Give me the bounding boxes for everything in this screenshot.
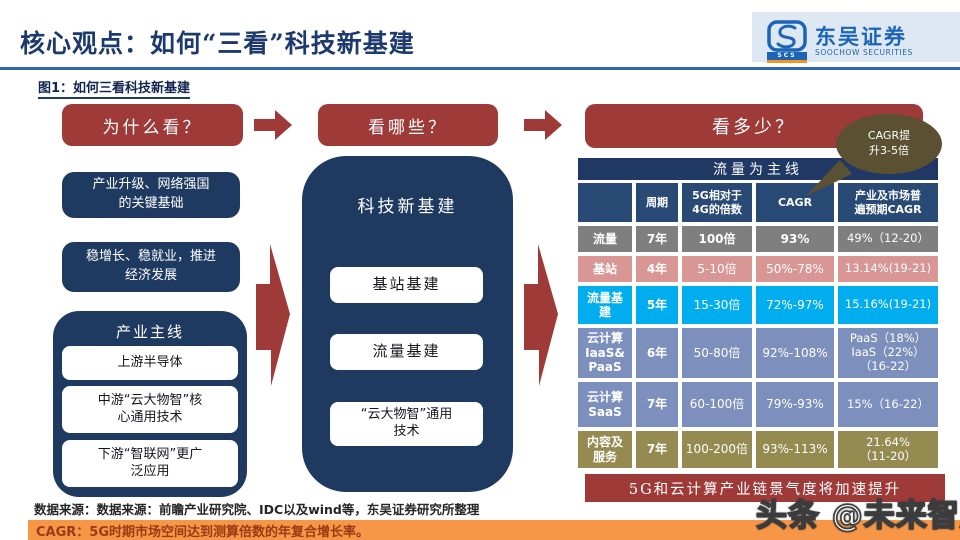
table-cell: 4年 <box>636 256 678 282</box>
arrow-right-icon <box>524 110 562 140</box>
table-cell: 100倍 <box>682 226 752 252</box>
logo-name-en: SOOCHOW SECURITIES <box>815 47 913 57</box>
table-header-cell <box>578 183 632 222</box>
logo-orange-rule <box>767 59 807 63</box>
tech-box-title: 科技新基建 <box>357 197 458 217</box>
table-cell: 50-80倍 <box>682 328 752 378</box>
watermark: 头条 @未来智库 <box>755 497 960 535</box>
table-row-label: 流量基 建 <box>578 286 632 324</box>
figure-label: 图1：如何三看科技新基建 <box>38 77 191 99</box>
table-row-label: 云计算 SaaS <box>578 382 632 427</box>
table-cell: 5-10倍 <box>682 256 752 282</box>
table-header-cell: 周期 <box>636 183 678 222</box>
logo-text: 东吴证券 SOOCHOW SECURITIES <box>815 26 913 57</box>
table-cell: 60-100倍 <box>682 382 752 427</box>
tech-new-infrastructure-box: 科技新基建 基站基建 流量基建 “云大物智”通用 技术 <box>302 156 513 492</box>
table-header-cell: 5G相对于 4G的倍数 <box>682 183 752 222</box>
industry-mainline-box: 产业主线 上游半导体 中游“云大物智”核 心通用技术 下游“智联网”更广 泛应用 <box>53 311 247 497</box>
speech-bubble-tail <box>806 160 852 196</box>
why-look-header: 为什么看？ <box>62 104 243 146</box>
forecast-table: 周期 5G相对于 4G的倍数 CAGR 产业及市场普 遍预期CAGR 流量 7年… <box>578 183 938 468</box>
item-traffic-infra: 流量基建 <box>330 334 483 370</box>
table-cell: 79%-93% <box>756 382 834 427</box>
table-header-cell: CAGR <box>756 183 834 222</box>
table-cell: 72%-97% <box>756 286 834 324</box>
table-cell: 6年 <box>636 328 678 378</box>
table-cell: 15-30倍 <box>682 286 752 324</box>
item-base-station: 基站基建 <box>330 267 483 303</box>
table-cell: 7年 <box>636 431 678 468</box>
industry-item-downstream: 下游“智联网”更广 泛应用 <box>62 440 238 487</box>
table-cell: PaaS（18%） IaaS（22%） （16-22） <box>838 328 938 378</box>
table-cell: 13.14%(19-21) <box>838 256 938 282</box>
table-cell: 7年 <box>636 382 678 427</box>
cagr-definition-bar: CAGR：5G时期市场空间达到测算倍数的年复合增长率。 <box>28 520 960 540</box>
logo-name-cn: 东吴证券 <box>815 24 907 49</box>
table-cell: 93%-113% <box>756 431 834 468</box>
table-row-label: 内容及 服务 <box>578 431 632 468</box>
table-row-label: 基站 <box>578 256 632 282</box>
why-point-2: 稳增长、稳就业，推进 经济发展 <box>62 242 240 292</box>
look-at-what-header: 看哪些？ <box>318 104 498 146</box>
why-point-1: 产业升级、网络强国 的关键基础 <box>62 172 240 218</box>
table-cell: 50%-78% <box>756 256 834 282</box>
cagr-callout-bubble: CAGR提 升3-5倍 <box>836 114 942 174</box>
arrow-right-icon <box>254 110 292 140</box>
table-cell: 21.64% （11-20） <box>838 431 938 468</box>
logo-badge: SCS <box>767 51 807 60</box>
table-cell: 92%-108% <box>756 328 834 378</box>
table-cell: 100-200倍 <box>682 431 752 468</box>
cagr-definition-text: CAGR：5G时期市场空间达到测算倍数的年复合增长率。 <box>36 524 369 540</box>
table-cell: 5年 <box>636 286 678 324</box>
industry-item-midstream: 中游“云大物智”核 心通用技术 <box>62 386 238 433</box>
table-cell: 93% <box>756 226 834 252</box>
table-cell: 7年 <box>636 226 678 252</box>
industry-item-upstream: 上游半导体 <box>62 346 238 380</box>
page-title: 核心观点：如何“三看”科技新基建 <box>20 29 415 58</box>
table-cell: 49%（12-20） <box>838 226 938 252</box>
table-cell: 15%（16-22） <box>838 382 938 427</box>
industry-mainline-title: 产业主线 <box>115 323 184 341</box>
soochow-securities-icon <box>767 19 807 52</box>
logo-icon-wrap: SCS <box>766 19 808 63</box>
conclusion-banner: 5G和云计算产业链景气度将加速提升 <box>585 474 945 502</box>
company-logo: SCS 东吴证券 SOOCHOW SECURITIES <box>766 18 956 64</box>
item-cloud-tech: “云大物智”通用 技术 <box>330 402 483 446</box>
table-header-cell: 产业及市场普 遍预期CAGR <box>838 183 938 222</box>
table-cell: 15.16%(19-21) <box>838 286 938 324</box>
title-divider <box>0 67 960 70</box>
big-arrow-right-icon <box>524 244 558 386</box>
table-row-label: 云计算 IaaS& PaaS <box>578 328 632 378</box>
table-row-label: 流量 <box>578 226 632 252</box>
big-arrow-right-icon <box>256 244 290 386</box>
data-source-note: 数据来源：数据来源：前瞻产业研究院、IDC以及wind等，东吴证券研究所整理 <box>34 502 480 517</box>
